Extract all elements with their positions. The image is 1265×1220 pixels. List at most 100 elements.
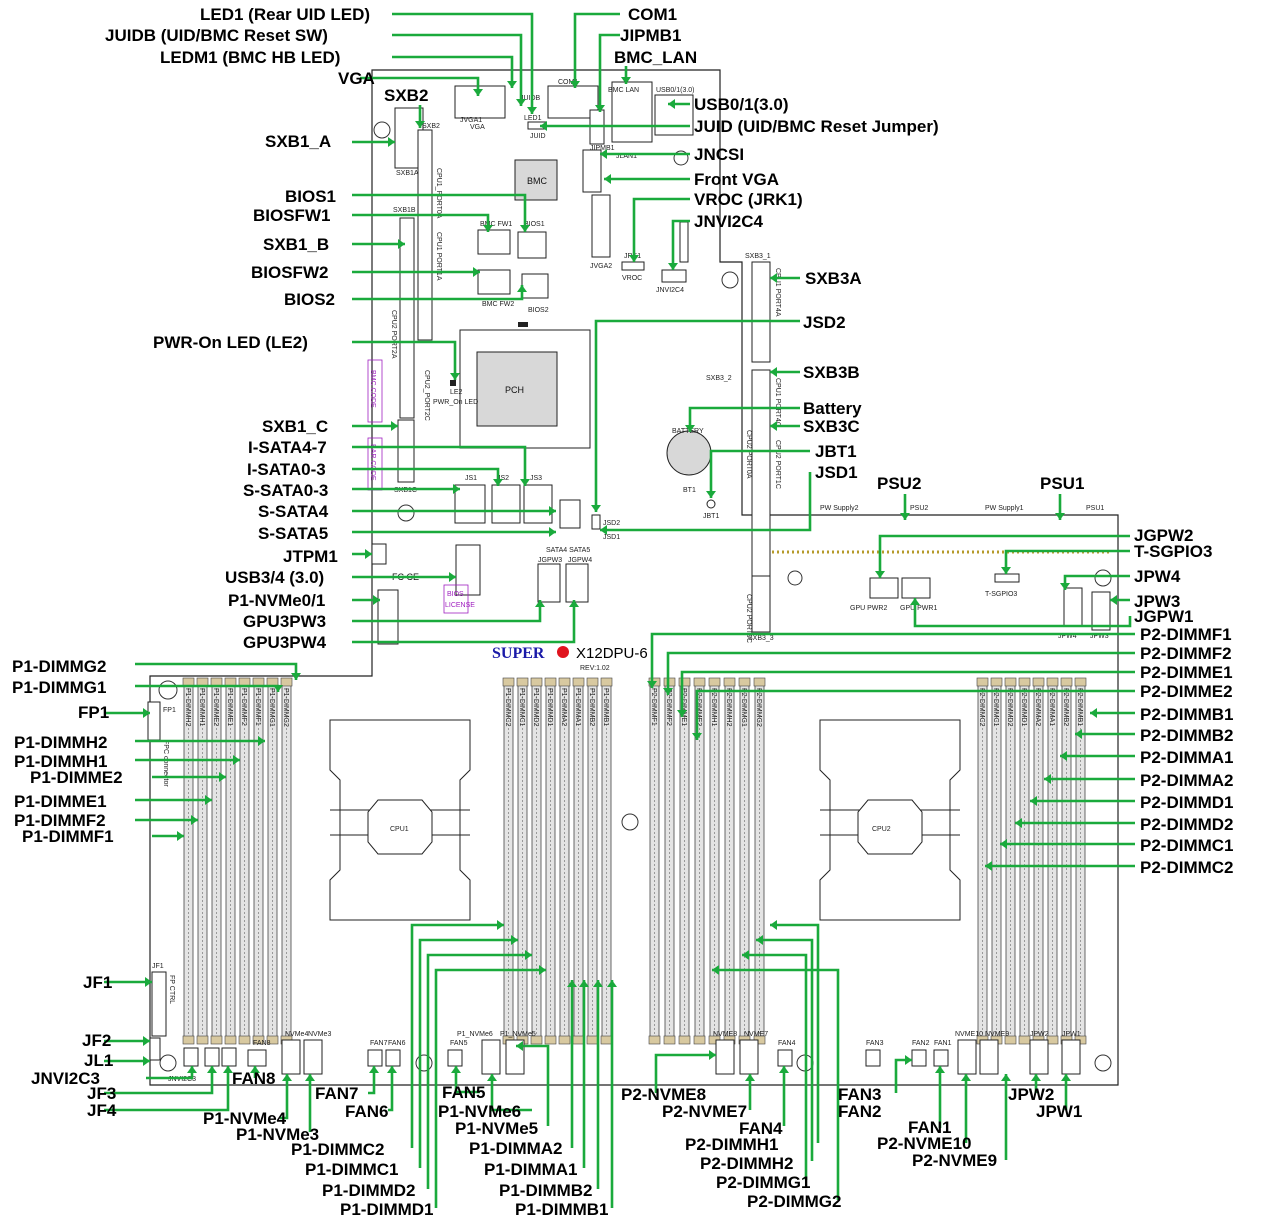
silk-barcode: BAR CODE	[369, 444, 376, 481]
dimm-slot-label: P2-DIMMG1	[740, 688, 747, 727]
label-led1: LED1 (Rear UID LED)	[200, 5, 370, 24]
silk-jpw4: JPW4	[1058, 633, 1077, 640]
leader-arrowhead	[517, 285, 527, 292]
silk-juidb: JUIDB	[520, 95, 541, 102]
vroc-connector	[621, 261, 645, 271]
label-sxb1b: SXB1_B	[263, 235, 329, 254]
leader-arrowhead	[1055, 513, 1065, 520]
label-p2dimmb2: P2-DIMMB2	[1140, 726, 1234, 745]
leader-line	[516, 1044, 550, 1126]
dimm-latch	[723, 677, 736, 687]
mounting-holes	[158, 121, 1112, 1072]
leader-arrowhead	[1061, 1074, 1071, 1081]
label-pwron: PWR-On LED (LE2)	[153, 333, 308, 352]
label-ssata5: S-SATA5	[258, 524, 328, 543]
leader-arrowhead	[143, 708, 150, 718]
label-p1nvme3: P1-NVMe3	[236, 1125, 319, 1144]
sxb3b-slot	[751, 369, 771, 599]
dimm-latch	[708, 677, 721, 687]
leader-arrowhead	[905, 1055, 912, 1065]
dimm-latch	[210, 1035, 223, 1045]
silk-jf1: JF1	[152, 963, 164, 970]
label-p1nvme4: P1-NVMe4	[203, 1109, 287, 1128]
leader-arrowhead	[450, 373, 460, 380]
silk-jgpw4: JGPW4	[568, 557, 592, 564]
cpu1-socket: CPU1	[329, 719, 471, 921]
leader-arrowhead	[745, 1074, 755, 1081]
callout-labels: LED1 (Rear UID LED) JUIDB (UID/BMC Reset…	[12, 5, 1234, 1219]
sata-connectors: JS1 JS2 JS3 SATA4 SATA5 JSD2 JSD1	[454, 475, 620, 554]
leader-arrowhead	[1060, 583, 1070, 590]
sxb3c-slot	[751, 575, 771, 633]
silk-cpu2-port0a: CPU2 PORT0A	[745, 430, 752, 479]
leader-arrowhead	[770, 421, 777, 431]
leader-line	[392, 33, 523, 106]
silk-sxb1c: SXB1C	[394, 487, 417, 494]
label-p2nvme10: P2-NVME10	[877, 1134, 971, 1153]
label-p2nvme8: P2-NVME8	[621, 1085, 706, 1104]
label-p1dimme2: P1-DIMME2	[30, 768, 123, 787]
dimm-slot-label: P1-DIMME2	[212, 688, 219, 726]
label-com1: COM1	[628, 5, 677, 24]
leader-arrowhead	[770, 920, 777, 930]
leader-arrowhead	[223, 1066, 233, 1073]
dimm-latch	[663, 677, 676, 687]
dimm-latch	[1018, 677, 1031, 687]
label-jpw3: JPW3	[1134, 592, 1180, 611]
label-jpw4: JPW4	[1134, 567, 1181, 586]
silk-sxb1b: SXB1B	[393, 207, 416, 214]
label-p2dimmd1: P2-DIMMD1	[1140, 793, 1234, 812]
dimm-latch	[693, 677, 706, 687]
silk-js3: JS3	[530, 475, 542, 482]
label-p2nvme7: P2-NVME7	[662, 1102, 747, 1121]
label-jipmb1: JIPMB1	[620, 26, 681, 45]
dimm-latch	[1004, 1035, 1017, 1045]
label-fan8: FAN8	[232, 1069, 275, 1088]
dimm-latch	[530, 1035, 543, 1045]
leader-arrowhead	[875, 571, 885, 578]
silk-nvme7: NVME7	[744, 1031, 768, 1038]
label-p1dimmg1: P1-DIMMG1	[12, 678, 106, 697]
label-bios1: BIOS1	[285, 187, 336, 206]
leader-arrowhead	[483, 225, 493, 232]
leader-arrowhead	[398, 239, 405, 249]
logo-dot	[557, 646, 569, 658]
label-jf3: JF3	[87, 1084, 116, 1103]
leader-line	[742, 953, 808, 1180]
leader-arrowhead	[520, 225, 530, 232]
leader-line	[654, 1053, 716, 1093]
dimm-latch	[976, 677, 989, 687]
leader-line	[418, 938, 518, 1168]
label-juidb: JUIDB (UID/BMC Reset SW)	[105, 26, 328, 45]
silk-sata4-sata5: SATA4 SATA5	[546, 547, 590, 554]
leader-arrowhead	[910, 598, 920, 605]
sxb2-slot	[417, 129, 433, 341]
silk-bios1: BIOS1	[524, 221, 545, 228]
silk-nvme10: NVME10	[955, 1031, 983, 1038]
label-gpu3pw4: GPU3PW4	[243, 633, 327, 652]
leader-arrowhead	[600, 149, 607, 159]
label-jf4: JF4	[87, 1101, 117, 1120]
dimm-latch	[572, 677, 585, 687]
label-fp1: FP1	[78, 703, 109, 722]
silk-gpupwr2: GPU PWR2	[850, 605, 887, 612]
silk-sxb3-2: SXB3_2	[706, 375, 732, 382]
silk-fan1: FAN1	[934, 1040, 952, 1047]
label-bmclan: BMC_LAN	[614, 48, 697, 67]
leader-arrowhead	[770, 273, 777, 283]
silk-cpu1-port1a: CPU1 PORT1A	[435, 232, 442, 281]
leader-line	[632, 197, 690, 262]
label-ssata4: S-SATA4	[258, 502, 329, 521]
silk-js2: JS2	[497, 475, 509, 482]
silk-jvga1: JVGA1	[460, 117, 482, 124]
leader-line	[434, 968, 546, 1208]
leader-line	[650, 632, 1135, 688]
silk-jgpw3: JGPW3	[538, 557, 562, 564]
silk-fan2: FAN2	[912, 1040, 930, 1047]
label-jpw1: JPW1	[1036, 1102, 1082, 1121]
leader-line	[598, 33, 620, 112]
dimm-latch	[738, 677, 751, 687]
silk-jpw1: JPW1	[1062, 1031, 1081, 1038]
leader-arrowhead	[685, 425, 695, 432]
silk-bmcfw1: BMC FW1	[480, 221, 512, 228]
